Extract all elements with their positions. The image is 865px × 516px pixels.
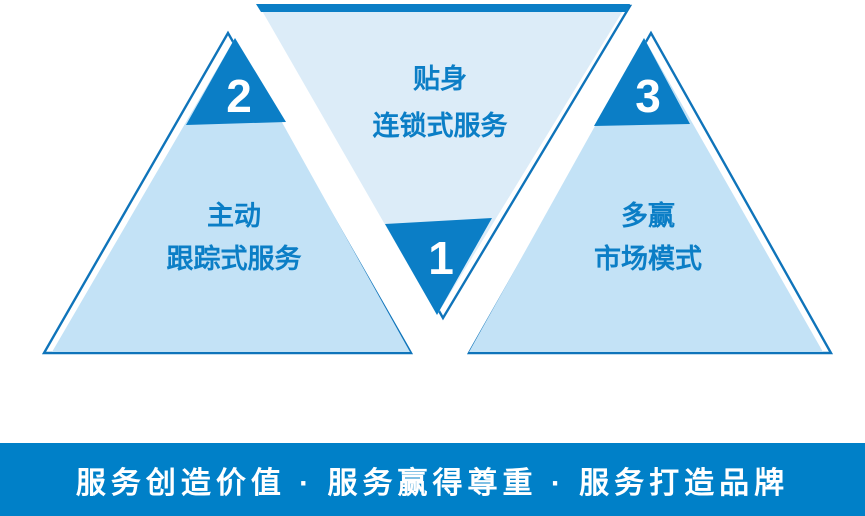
triangle-diagram: 2 主动 跟踪式服务 3 多赢 市场模式 1 贴身 连锁式服务: [41, 4, 834, 355]
triangle-center-fill: [261, 9, 624, 315]
slogan-banner-text: 服务创造价值 · 服务赢得尊重 · 服务打造品牌: [75, 466, 790, 500]
triangle-right-label-line1: 多赢: [621, 200, 675, 231]
triangle-left-label-line2: 跟踪式服务: [167, 244, 302, 274]
triangle-left-label-line1: 主动: [207, 201, 261, 231]
triangle-right-fill: [469, 38, 823, 352]
triangle-center-cap: [385, 218, 492, 315]
triangle-center-label-line1: 贴身: [413, 63, 467, 94]
triangle-center: 1 贴身 连锁式服务: [256, 4, 633, 321]
triangle-center-number: 1: [428, 232, 454, 284]
triangle-left: 2 主动 跟踪式服务: [41, 30, 414, 355]
triangle-right-cap: [594, 38, 690, 126]
slogan-banner: 服务创造价值 · 服务赢得尊重 · 服务打造品牌: [0, 443, 865, 516]
triangle-center-label-line2: 连锁式服务: [373, 110, 508, 141]
triangle-right: 3 多赢 市场模式: [466, 30, 834, 355]
triangle-right-label-line2: 市场模式: [594, 243, 702, 274]
triangle-center-top-band: [256, 4, 630, 12]
triangle-left-number: 2: [226, 70, 252, 122]
triangle-left-cap: [186, 38, 286, 125]
triangle-right-number: 3: [635, 70, 661, 122]
triangle-left-fill: [52, 38, 410, 352]
